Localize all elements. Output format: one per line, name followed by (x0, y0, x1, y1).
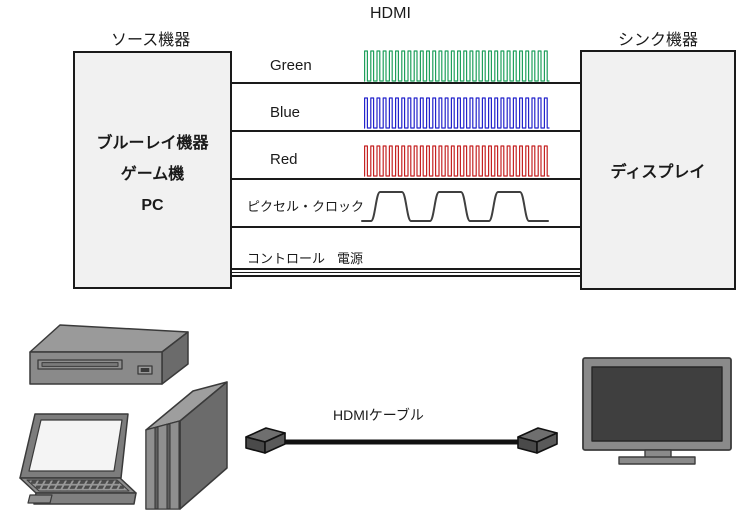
signal-label-blue: Blue (270, 104, 301, 121)
diagram-title: HDMI (370, 5, 411, 22)
source-box-text: ブルーレイ機器 ゲーム機 PC (75, 128, 230, 221)
row-divider-1 (232, 82, 580, 84)
hdmi-cable-icon (245, 427, 558, 454)
source-box-line-game: ゲーム機 (120, 166, 185, 183)
control-power-wire-3 (232, 275, 580, 277)
signal-label-control: コントロール (247, 251, 326, 266)
pixel-clock-waveform (361, 191, 549, 222)
row-divider-4 (232, 226, 580, 228)
source-box-line-bluray: ブルーレイ機器 (96, 135, 209, 152)
source-device-label: ソース機器 (111, 32, 191, 49)
signal-label-red: Red (270, 151, 298, 168)
signal-label-green: Green (270, 57, 312, 74)
signal-label-power: 電源 (337, 251, 364, 266)
sink-device-box: ディスプレイ (580, 50, 736, 290)
source-box-line-pc: PC (141, 197, 164, 214)
green-waveform (364, 50, 550, 82)
row-divider-2 (232, 130, 580, 132)
laptop-icon (19, 413, 137, 505)
display-tv-icon (582, 357, 732, 465)
source-device-box: ブルーレイ機器 ゲーム機 PC (73, 51, 232, 289)
control-power-wire-1 (232, 268, 580, 270)
bluray-player-icon (29, 324, 189, 385)
blue-waveform (364, 97, 550, 129)
control-power-wire-2 (232, 271, 580, 274)
sink-device-label: シンク機器 (618, 32, 699, 49)
game-console-icon (145, 381, 228, 510)
signal-label-pixel-clock: ピクセル・クロック (247, 199, 365, 214)
row-divider-3 (232, 178, 580, 180)
hdmi-cable-label: HDMIケーブル (333, 407, 424, 423)
device-illustrations (19, 324, 732, 510)
red-waveform (364, 145, 550, 177)
sink-box-text: ディスプレイ (610, 164, 706, 181)
